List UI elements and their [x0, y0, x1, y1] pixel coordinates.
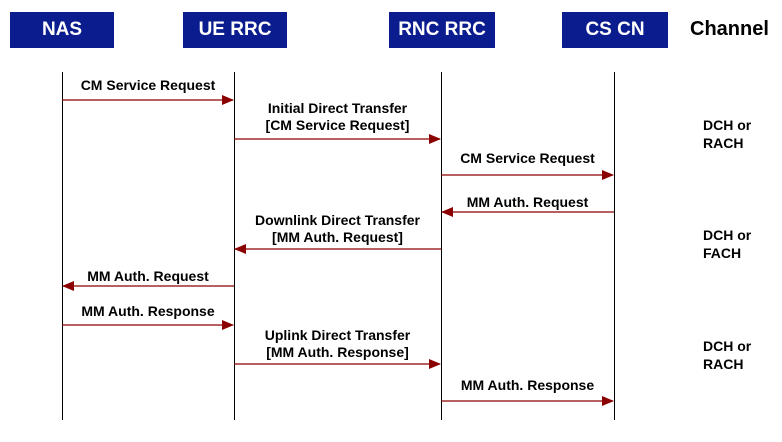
channel-label-2: DCH or FACH [703, 227, 752, 261]
msg-label-7: MM Auth. Response [81, 303, 215, 319]
lifeline-nas [62, 72, 63, 420]
msg-label-2: Initial Direct Transfer [CM Service Requ… [265, 100, 410, 133]
lifeline-rnc-rrc [441, 72, 442, 420]
channel-label-1: DCH or RACH [703, 117, 752, 151]
channel-label-3: DCH or RACH [703, 338, 752, 372]
entity-rnc-rrc: RNC RRC [389, 12, 495, 48]
entity-cs-cn: CS CN [562, 12, 668, 48]
lifeline-cs-cn [614, 72, 615, 420]
msg-label-5: Downlink Direct Transfer [MM Auth. Reque… [255, 212, 420, 245]
msg-label-1: CM Service Request [80, 77, 216, 93]
entity-nas: NAS [10, 12, 114, 48]
msg-label-4: MM Auth. Request [466, 194, 589, 210]
msg-label-8: Uplink Direct Transfer [MM Auth. Respons… [264, 327, 411, 360]
entity-ue-rrc: UE RRC [183, 12, 287, 48]
msg-label-6: MM Auth. Request [87, 268, 209, 284]
msg-label-3: CM Service Request [460, 150, 595, 166]
channel-header: Channel [690, 18, 769, 40]
msg-label-9: MM Auth. Response [460, 377, 595, 393]
